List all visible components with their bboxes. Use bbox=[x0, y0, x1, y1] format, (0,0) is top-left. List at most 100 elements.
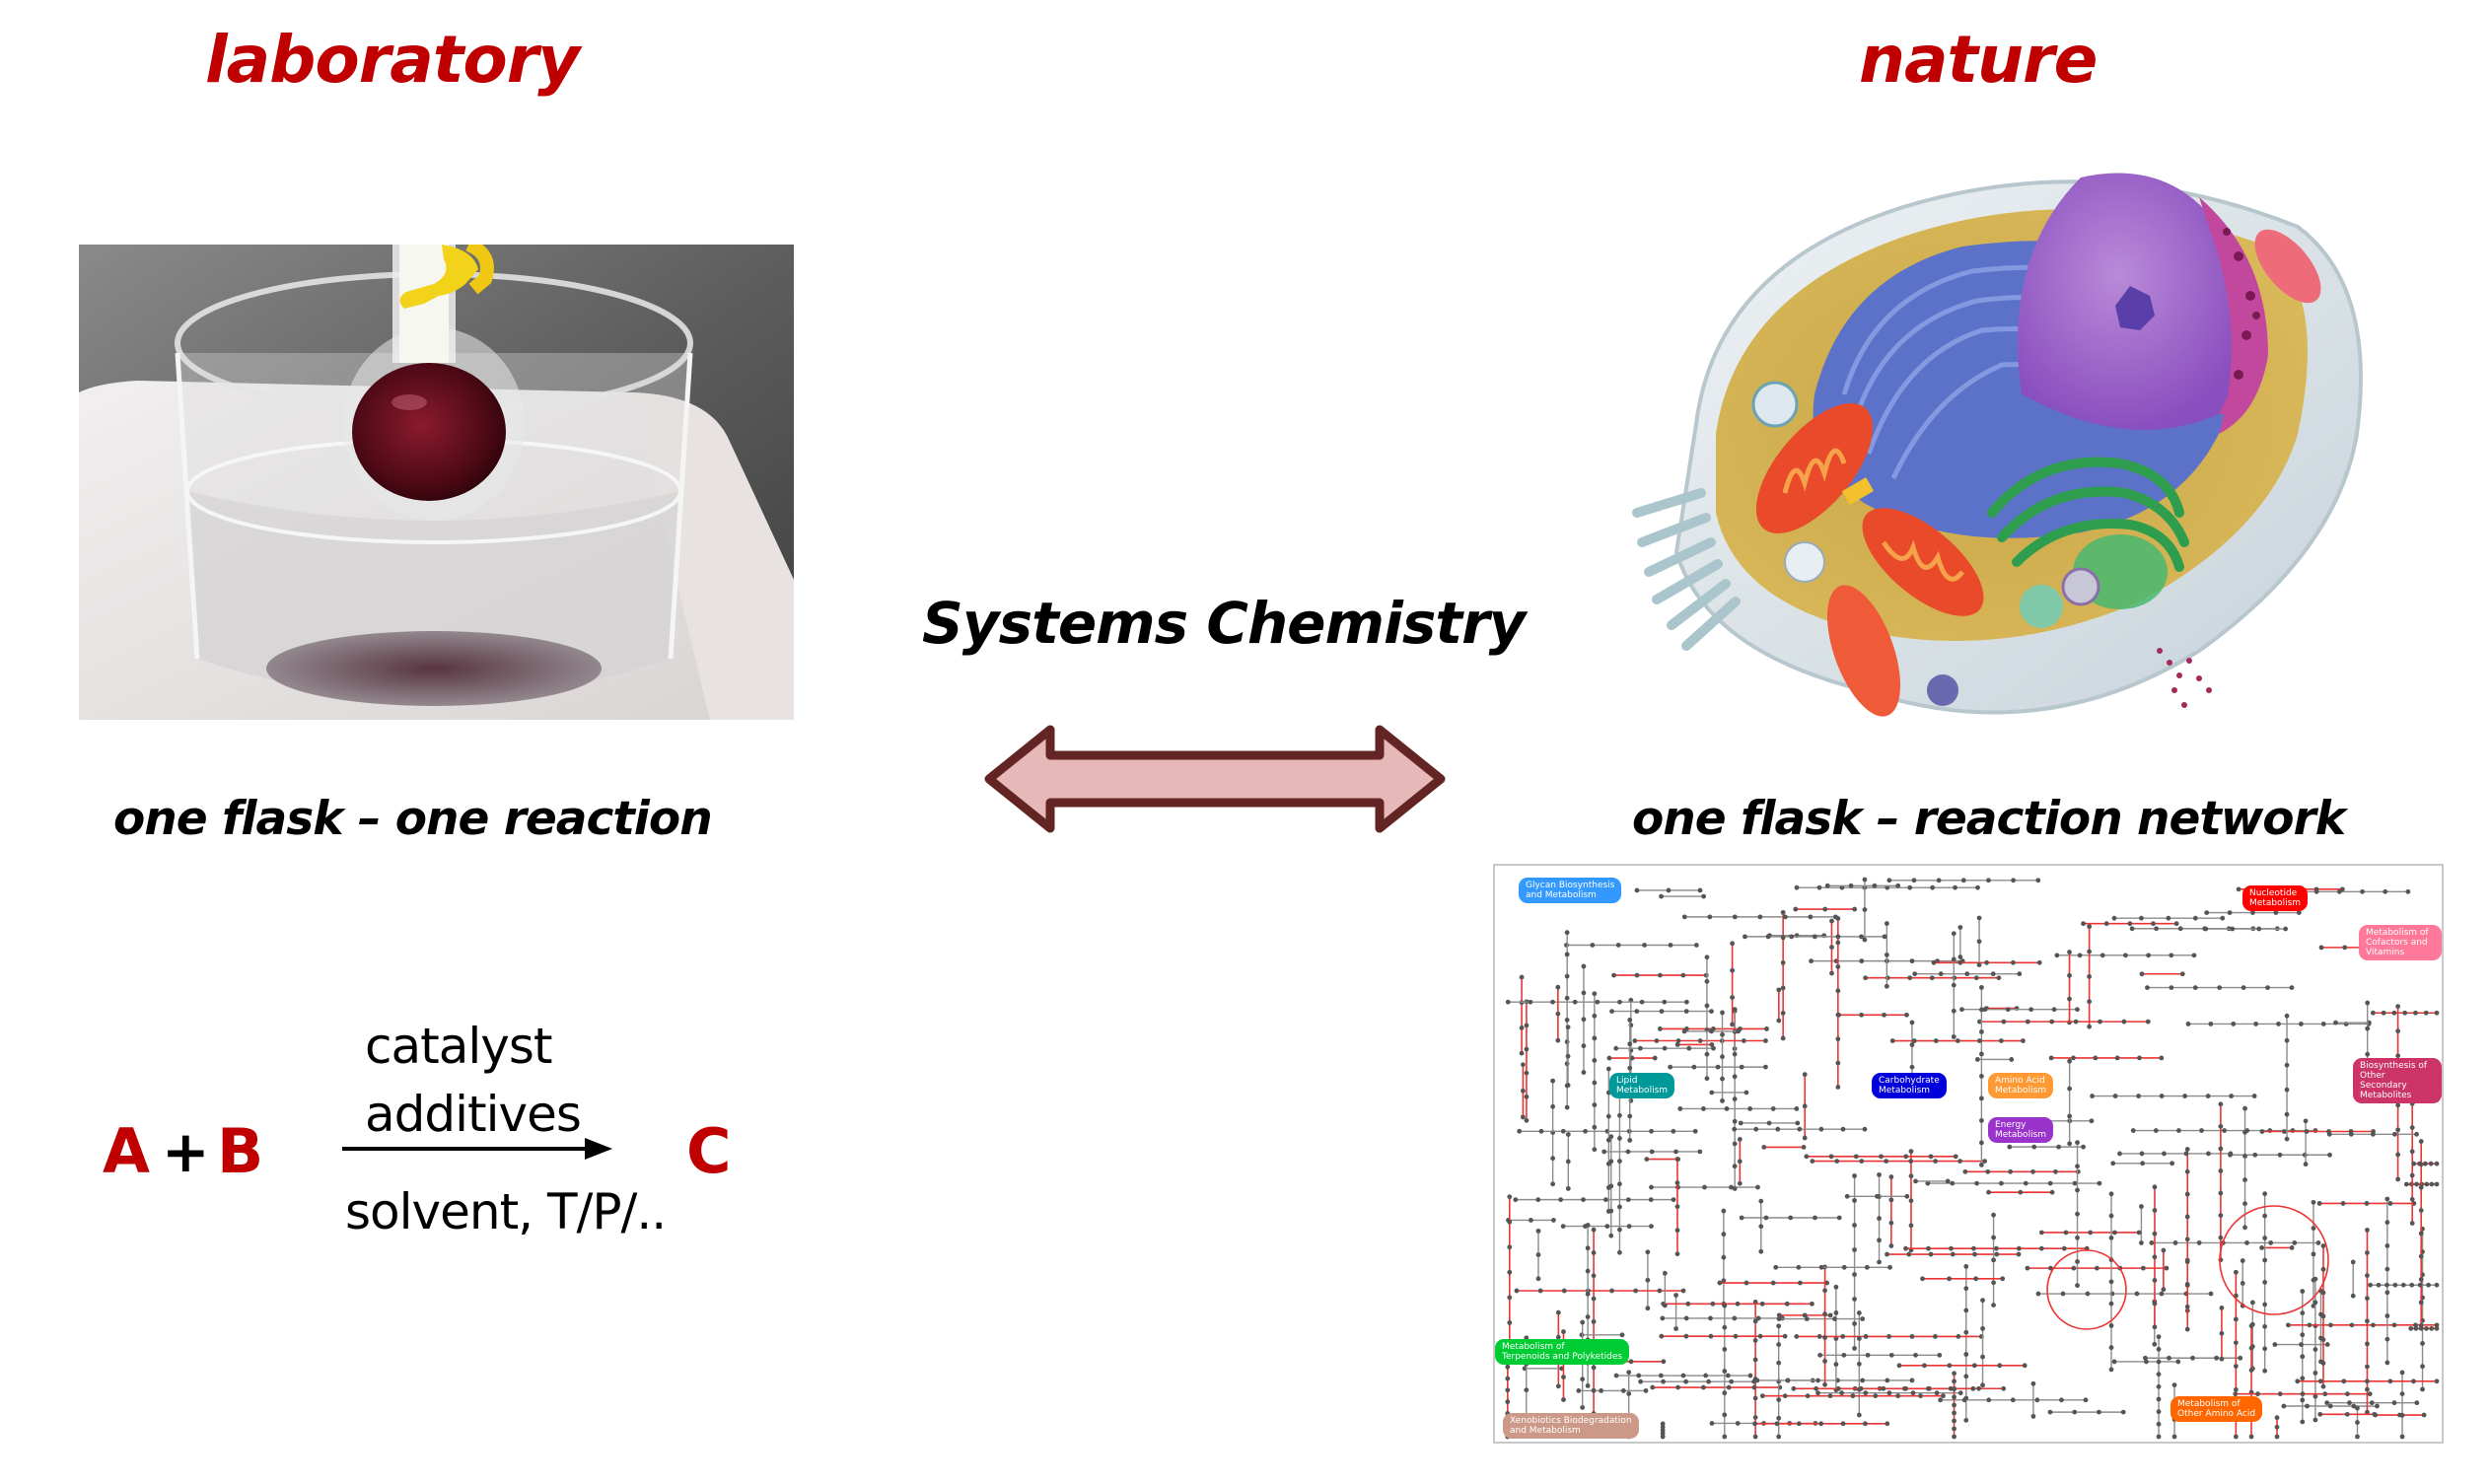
compound-node bbox=[2365, 1318, 2370, 1324]
compound-node bbox=[2137, 1055, 2142, 1061]
compound-node bbox=[2409, 1172, 2415, 1178]
compound-node bbox=[1829, 970, 1834, 976]
badge-other-amino-acid: Metabolism of Other Amino Acid bbox=[2170, 1396, 2263, 1422]
compound-node bbox=[2156, 1346, 2162, 1352]
compound-node bbox=[2146, 953, 2151, 958]
compound-node bbox=[2262, 1236, 2268, 1240]
compound-node bbox=[1963, 1417, 1969, 1423]
compound-node bbox=[1564, 1104, 1570, 1110]
compound-node bbox=[2277, 1391, 2283, 1397]
compound-node bbox=[2312, 1370, 2318, 1376]
compound-node bbox=[2108, 1279, 2114, 1285]
compound-node bbox=[2152, 1278, 2158, 1283]
compound-node bbox=[2097, 1409, 2101, 1415]
compound-node bbox=[1794, 1106, 1800, 1111]
compound-node bbox=[1524, 1117, 1530, 1123]
compound-node bbox=[2277, 1152, 2283, 1158]
compound-node bbox=[2423, 1010, 2429, 1016]
compound-node bbox=[2233, 1340, 2239, 1346]
compound-node bbox=[1628, 1359, 1634, 1365]
compound-node bbox=[2218, 1101, 2224, 1107]
compound-node bbox=[2368, 1282, 2373, 1288]
compound-node bbox=[2365, 1386, 2370, 1392]
compound-node bbox=[1833, 1362, 1839, 1368]
compound-node bbox=[1604, 1224, 1610, 1229]
compound-node bbox=[2123, 953, 2128, 958]
compound-node bbox=[2365, 1051, 2371, 1057]
compound-node bbox=[1895, 883, 1901, 888]
compound-node bbox=[1888, 1197, 1894, 1203]
compound-node bbox=[2010, 1397, 2016, 1403]
compound-node bbox=[1681, 1028, 1687, 1034]
compound-node bbox=[2152, 1324, 2158, 1330]
compound-node bbox=[1703, 972, 1709, 978]
compound-node bbox=[1720, 1054, 1725, 1060]
compound-node bbox=[1928, 1154, 1934, 1160]
compound-node bbox=[1668, 1064, 1673, 1070]
compound-node bbox=[1755, 1315, 1761, 1321]
compound-node bbox=[2171, 1382, 2177, 1387]
compound-node bbox=[1835, 934, 1841, 940]
compound-node bbox=[2365, 1341, 2370, 1347]
compound-node bbox=[2434, 1181, 2440, 1187]
compound-node bbox=[2083, 1397, 2089, 1403]
compound-node bbox=[2099, 953, 2105, 958]
compound-node bbox=[1945, 1178, 1951, 1184]
compound-node bbox=[1994, 1251, 2000, 1257]
compound-node bbox=[2304, 1129, 2310, 1134]
compound-node bbox=[1528, 999, 1533, 1005]
compound-node bbox=[2199, 1128, 2204, 1133]
compound-node bbox=[2365, 1000, 2371, 1006]
compound-node bbox=[2274, 1424, 2280, 1430]
compound-node bbox=[2284, 1136, 2290, 1142]
compound-node bbox=[1884, 921, 1889, 926]
compound-node bbox=[2344, 1411, 2350, 1417]
compound-node bbox=[2140, 1161, 2146, 1166]
compound-node bbox=[1933, 1333, 1938, 1339]
compound-node bbox=[1505, 1376, 1511, 1381]
compound-node bbox=[2365, 1409, 2370, 1415]
compound-node bbox=[1538, 1128, 1544, 1134]
compound-node bbox=[1529, 1218, 1533, 1223]
compound-node bbox=[1585, 1245, 1591, 1251]
compound-node bbox=[2320, 1243, 2326, 1248]
compound-node bbox=[1941, 1393, 1946, 1399]
compound-node bbox=[1802, 1312, 1808, 1318]
compound-node bbox=[1963, 1263, 1969, 1269]
compound-node bbox=[1860, 1316, 1866, 1321]
badge-glycan: Glycan Biosynthesis and Metabolism bbox=[1519, 878, 1622, 903]
compound-node bbox=[1519, 1050, 1525, 1056]
compound-node bbox=[1564, 995, 1570, 1001]
compound-node bbox=[2023, 1180, 2028, 1186]
compound-node bbox=[1592, 1058, 1598, 1063]
compound-node bbox=[1675, 1384, 1680, 1390]
compound-node bbox=[1978, 1095, 1984, 1101]
compound-node bbox=[2327, 1403, 2333, 1409]
systems-chemistry-title: Systems Chemistry bbox=[922, 590, 1526, 657]
compound-node bbox=[1507, 1295, 1513, 1301]
compound-node bbox=[2281, 1403, 2287, 1409]
compound-node bbox=[2320, 1022, 2326, 1026]
compound-node bbox=[1693, 943, 1699, 948]
compound-node bbox=[2418, 1322, 2424, 1328]
compound-node bbox=[1576, 1388, 1582, 1393]
compound-node bbox=[1852, 1198, 1857, 1203]
compound-node bbox=[1677, 1106, 1683, 1111]
compound-node bbox=[2424, 1325, 2429, 1331]
compound-node bbox=[2164, 1265, 2170, 1271]
compound-node bbox=[2017, 971, 2023, 977]
compound-node bbox=[2413, 1325, 2419, 1331]
compound-node bbox=[1863, 975, 1869, 981]
compound-node bbox=[1884, 1159, 1889, 1164]
compound-node bbox=[2399, 1412, 2405, 1418]
compound-node bbox=[2305, 1403, 2310, 1409]
compound-node bbox=[2204, 910, 2210, 916]
compound-node bbox=[2286, 1322, 2291, 1328]
compound-node bbox=[1758, 1224, 1764, 1230]
compound-node bbox=[2391, 1400, 2397, 1406]
compound-node bbox=[1963, 1374, 1969, 1379]
compound-node bbox=[1860, 1378, 1866, 1383]
compound-node bbox=[1645, 1277, 1651, 1283]
compound-node bbox=[1804, 1316, 1810, 1321]
compound-node bbox=[1507, 1219, 1513, 1225]
